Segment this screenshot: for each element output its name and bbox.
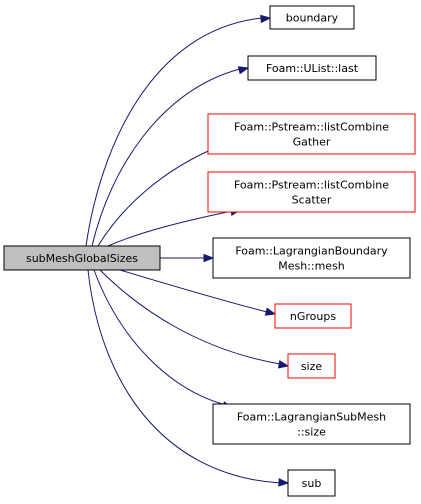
edge-to-ulist-last <box>91 68 241 247</box>
edge-to-sub <box>87 269 281 484</box>
node-size[interactable]: size <box>287 353 336 379</box>
node-box <box>212 403 411 445</box>
root-node-submeshglobalsizes[interactable]: subMeshGlobalSizes <box>3 245 161 271</box>
node-label: boundary <box>286 12 339 25</box>
node-label: size <box>301 360 323 373</box>
node-label: ::size <box>297 426 326 439</box>
node-ulist-last[interactable]: Foam::UList::last <box>247 55 377 81</box>
arrowhead-icon <box>278 478 290 487</box>
node-label: Scatter <box>292 194 332 207</box>
node-lagrangiansubmesh-size[interactable]: Foam::LagrangianSubMesh::size <box>212 403 411 445</box>
edge-to-pstream-listcombinescatter <box>107 210 233 247</box>
arrowhead-icon <box>264 307 277 316</box>
node-box <box>274 303 352 329</box>
call-nodes: subMeshGlobalSizes boundaryFoam::UList::… <box>3 5 416 497</box>
root-node-box <box>3 245 161 271</box>
node-sub[interactable]: sub <box>287 469 336 497</box>
edge-to-boundary <box>85 17 263 247</box>
arrowhead-icon <box>203 253 215 263</box>
node-label: Foam::UList::last <box>266 62 359 75</box>
node-label: Gather <box>293 136 331 149</box>
arrowhead-icon <box>260 14 272 24</box>
edge-to-ngroups <box>119 269 268 313</box>
arrowhead-icon <box>277 360 290 369</box>
node-box <box>207 113 416 155</box>
node-box <box>269 5 355 30</box>
edge-to-pstream-listcombinegather <box>97 144 223 247</box>
node-box <box>287 469 336 497</box>
node-label: Foam::LagrangianBoundary <box>235 245 388 258</box>
node-label: sub <box>302 477 322 490</box>
node-label: nGroups <box>290 310 336 323</box>
arrowhead-icon <box>237 66 250 75</box>
node-boundary[interactable]: boundary <box>269 5 355 30</box>
node-box <box>207 171 416 213</box>
node-label: Foam::LagrangianSubMesh <box>237 411 386 424</box>
node-box <box>247 55 377 81</box>
root-node-label: subMeshGlobalSizes <box>26 252 138 265</box>
node-label: Mesh::mesh <box>278 260 345 273</box>
node-ngroups[interactable]: nGroups <box>274 303 352 329</box>
node-label: Foam::Pstream::listCombine <box>234 121 389 134</box>
edge-to-size <box>99 269 281 365</box>
node-box <box>287 353 336 379</box>
node-box <box>212 237 411 279</box>
node-label: Foam::Pstream::listCombine <box>234 179 389 192</box>
edge-to-lagrangiansubmesh-size <box>93 269 227 406</box>
